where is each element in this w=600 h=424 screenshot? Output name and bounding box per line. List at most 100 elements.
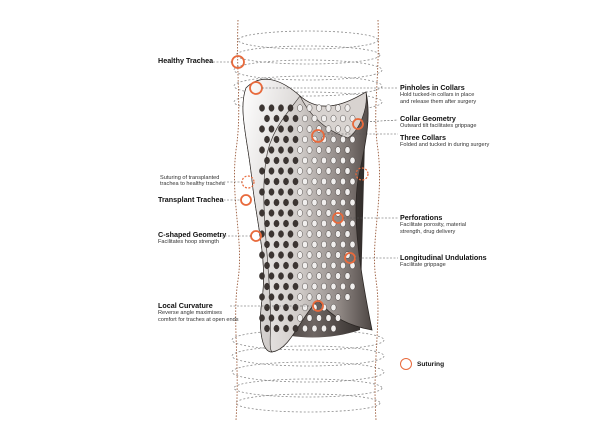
perforation-hole xyxy=(259,210,264,217)
perforation-hole xyxy=(283,199,288,206)
perforation-hole xyxy=(316,210,321,217)
perforation-hole xyxy=(307,315,312,322)
perforation-hole xyxy=(293,262,298,269)
perforation-hole xyxy=(316,315,321,322)
perforation-hole xyxy=(316,294,321,301)
perforation-hole xyxy=(302,157,307,164)
perforation-hole xyxy=(293,199,298,206)
perforation-hole xyxy=(340,136,345,143)
perforation-hole xyxy=(278,147,283,154)
label-pinholes-desc2: and release them after surgery xyxy=(400,99,476,105)
perforation-hole xyxy=(293,325,298,332)
label-c-shaped-desc1: Facilitates hoop strength xyxy=(158,239,226,245)
perforation-hole xyxy=(345,126,350,133)
perforation-hole xyxy=(326,273,331,280)
perforation-hole xyxy=(269,105,274,112)
label-collar-geometry-title: Collar Geometry xyxy=(400,115,477,123)
perforation-hole xyxy=(331,115,336,122)
perforation-hole xyxy=(340,283,345,290)
perforation-hole xyxy=(278,294,283,301)
perforation-hole xyxy=(302,262,307,269)
perforation-hole xyxy=(293,220,298,227)
perforation-hole xyxy=(345,147,350,154)
perforation-hole xyxy=(297,252,302,259)
label-transplant-trachea: Transplant Trachea xyxy=(158,196,224,204)
perforation-hole xyxy=(335,126,340,133)
perforation-hole xyxy=(312,262,317,269)
perforation-hole xyxy=(307,189,312,196)
perforation-hole xyxy=(274,304,279,311)
perforation-hole xyxy=(335,231,340,238)
label-perforations-desc2: strength, drug delivery xyxy=(400,229,466,235)
perforation-hole xyxy=(288,273,293,280)
perforation-hole xyxy=(350,241,355,248)
label-c-shaped-title: C-shaped Geometry xyxy=(158,231,226,239)
perforation-hole xyxy=(312,283,317,290)
perforation-hole xyxy=(350,199,355,206)
perforation-hole xyxy=(259,126,264,133)
perforation-hole xyxy=(340,157,345,164)
perforation-hole xyxy=(264,115,269,122)
perforation-hole xyxy=(288,252,293,259)
perforation-hole xyxy=(307,252,312,259)
perforation-hole xyxy=(326,168,331,175)
perforation-hole xyxy=(312,220,317,227)
perforation-hole xyxy=(283,115,288,122)
perforation-hole xyxy=(312,325,317,332)
perforation-hole xyxy=(288,294,293,301)
perforation-hole xyxy=(274,157,279,164)
perforation-hole xyxy=(302,136,307,143)
perforation-hole xyxy=(331,262,336,269)
perforation-hole xyxy=(350,283,355,290)
perforation-hole xyxy=(264,241,269,248)
perforation-hole xyxy=(307,273,312,280)
label-three-collars: Three Collars Folded and tucked in durin… xyxy=(400,134,489,149)
perforation-hole xyxy=(345,210,350,217)
perforation-hole xyxy=(297,105,302,112)
label-pinholes-desc1: Hold tucked-in collars in place xyxy=(400,92,476,98)
perforation-hole xyxy=(316,189,321,196)
perforation-hole xyxy=(269,147,274,154)
perforation-hole xyxy=(274,115,279,122)
perforation-hole xyxy=(326,231,331,238)
perforation-hole xyxy=(335,294,340,301)
label-suturing-note: Suturing of transplanted trachea to heal… xyxy=(160,175,225,188)
perforation-hole xyxy=(297,147,302,154)
perforation-hole xyxy=(283,241,288,248)
perforation-hole xyxy=(264,325,269,332)
perforation-hole xyxy=(269,168,274,175)
perforation-hole xyxy=(345,168,350,175)
perforation-hole xyxy=(274,325,279,332)
healthy-trachea-outline-bottom xyxy=(232,330,384,412)
perforation-hole xyxy=(297,273,302,280)
perforation-hole xyxy=(345,273,350,280)
perforation-hole xyxy=(264,304,269,311)
perforation-hole xyxy=(321,220,326,227)
perforation-hole xyxy=(288,147,293,154)
perforation-hole xyxy=(259,315,264,322)
perforation-hole xyxy=(278,315,283,322)
label-healthy-trachea-title: Healthy Trachea xyxy=(158,57,213,65)
perforation-hole xyxy=(264,199,269,206)
perforation-hole xyxy=(288,231,293,238)
perforation-hole xyxy=(293,115,298,122)
perforation-hole xyxy=(297,210,302,217)
perforation-hole xyxy=(307,231,312,238)
perforation-hole xyxy=(321,262,326,269)
perforation-hole xyxy=(302,220,307,227)
perforation-hole xyxy=(269,273,274,280)
perforation-hole xyxy=(340,115,345,122)
perforation-hole xyxy=(307,294,312,301)
perforation-hole xyxy=(264,157,269,164)
perforation-hole xyxy=(283,325,288,332)
perforation-hole xyxy=(297,231,302,238)
perforation-hole xyxy=(302,115,307,122)
legend-label: Suturing xyxy=(417,361,444,368)
perforation-hole xyxy=(288,105,293,112)
perforation-hole xyxy=(321,241,326,248)
perforation-hole xyxy=(274,178,279,185)
perforation-hole xyxy=(274,241,279,248)
perforation-hole xyxy=(335,147,340,154)
perforation-hole xyxy=(288,315,293,322)
perforation-hole xyxy=(302,304,307,311)
